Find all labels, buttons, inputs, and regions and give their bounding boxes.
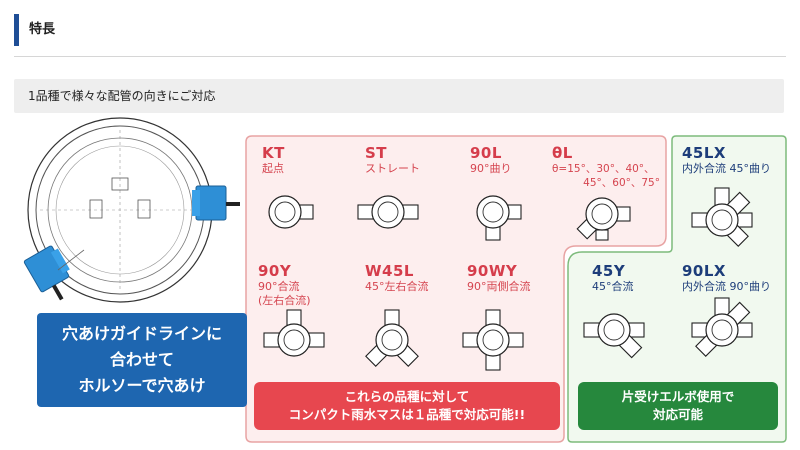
type-90l: 90L 90°曲り — [470, 144, 512, 176]
type-desc: ストレート — [365, 162, 420, 175]
type-kt: KT 起点 — [262, 144, 285, 176]
type-desc: 内外合流 90°曲り — [682, 280, 771, 293]
90lx-fitting-icon — [691, 297, 753, 357]
90l-fitting-icon — [476, 195, 522, 241]
type-desc: 90°両側合流 — [467, 280, 531, 293]
type-90y: 90Y 90°合流 (左右合流) — [258, 262, 311, 308]
type-desc-1: 90°合流 — [258, 280, 300, 293]
45lx-fitting-icon — [691, 187, 753, 247]
type-code: 90L — [470, 144, 502, 162]
type-code: 90Y — [258, 262, 292, 280]
type-desc-2: (左右合流) — [258, 294, 311, 307]
kt-fitting-icon — [268, 195, 314, 229]
type-desc: 内外合流 45°曲り — [682, 162, 771, 175]
type-desc: 起点 — [262, 162, 284, 175]
theta-l-fitting-icon — [576, 197, 631, 241]
red-note-line-1: これらの品種に対して — [344, 389, 470, 404]
callout-line-2: 合わせて — [109, 350, 174, 369]
callout-line-1: 穴あけガイドラインに — [61, 324, 222, 343]
callout-line-3: ホルソーで穴あけ — [78, 376, 206, 395]
type-code: KT — [262, 144, 285, 162]
green-note-banner: 片受けエルボ使用で 対応可能 — [578, 382, 778, 430]
green-note-line-2: 対応可能 — [652, 407, 703, 422]
type-45y: 45Y 45°合流 — [592, 262, 634, 294]
section-title: 特長 — [14, 14, 55, 46]
type-st: ST ストレート — [365, 144, 420, 176]
type-code: 90WY — [467, 262, 518, 280]
hole-saw-left-icon — [23, 245, 70, 301]
red-panel — [245, 135, 667, 443]
type-desc-2: 45°、60°、75° — [583, 177, 660, 189]
catch-basin-illustration — [23, 117, 240, 303]
hole-saw-right-icon — [192, 185, 240, 221]
type-desc: 45°合流 — [592, 280, 634, 293]
90y-fitting-icon — [263, 309, 325, 357]
type-desc-1: θ=15°、30°、40°、 — [552, 163, 655, 175]
w45l-fitting-icon — [365, 309, 419, 367]
type-desc: 90°曲り — [470, 162, 512, 175]
subheading-bar: 1品種で様々な配管の向きにご対応 — [14, 79, 784, 113]
type-code: W45L — [365, 262, 414, 280]
type-w45l: W45L 45°左右合流 — [365, 262, 429, 294]
type-45lx: 45LX 内外合流 45°曲り — [682, 144, 771, 176]
hole-saw-callout: 穴あけガイドラインに 合わせて ホルソーで穴あけ — [37, 313, 247, 407]
type-code: 45Y — [592, 262, 626, 280]
90wy-fitting-icon — [462, 309, 524, 371]
st-fitting-icon — [357, 195, 419, 229]
green-note-line-1: 片受けエルボ使用で — [621, 389, 735, 404]
red-note-line-2: コンパクト雨水マスは１品種で対応可能!! — [288, 407, 526, 422]
type-90wy: 90WY 90°両側合流 — [467, 262, 531, 294]
type-code: 45LX — [682, 144, 726, 162]
type-code: 90LX — [682, 262, 726, 280]
section-divider — [14, 56, 786, 57]
type-90lx: 90LX 内外合流 90°曲り — [682, 262, 771, 294]
type-code: ST — [365, 144, 388, 162]
type-code: θL — [552, 144, 573, 162]
red-note-banner: これらの品種に対して コンパクト雨水マスは１品種で対応可能!! — [254, 382, 560, 430]
type-desc: 45°左右合流 — [365, 280, 429, 293]
type-theta-l: θL θ=15°、30°、40°、 45°、60°、75° — [552, 144, 660, 190]
45y-fitting-icon — [583, 313, 645, 359]
